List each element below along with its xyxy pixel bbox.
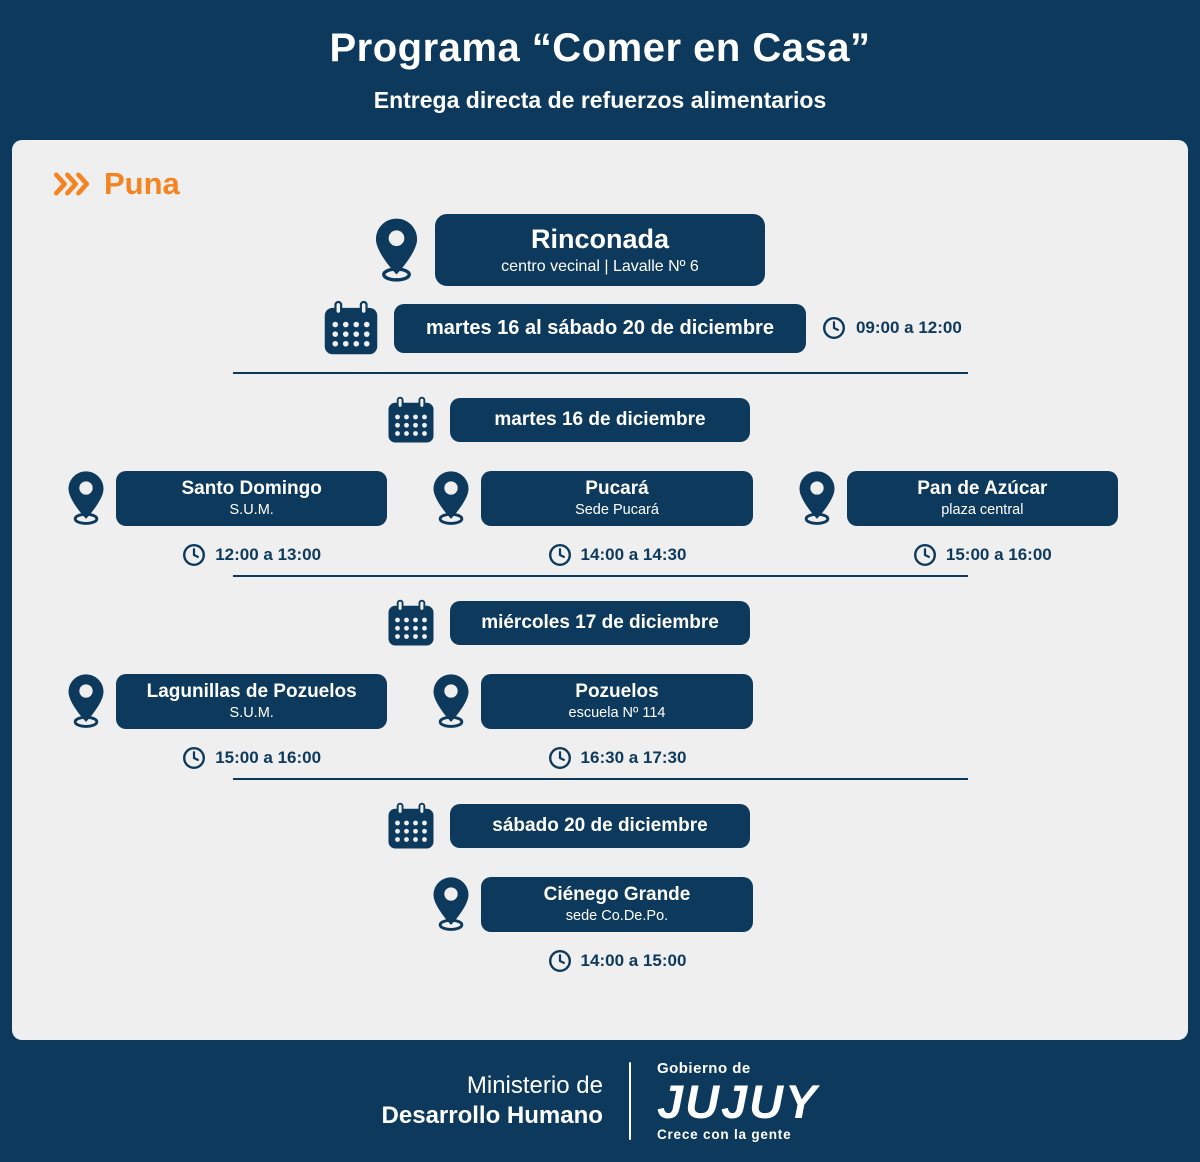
time-range: 15:00 a 16:00	[215, 748, 322, 767]
day-section-wednesday: miércoles 17 de diciembre Lagunillas de …	[52, 599, 1148, 770]
location-name: Lagunillas de Pozuelos	[146, 680, 357, 702]
time-range: 14:00 a 14:30	[580, 545, 687, 564]
clock-icon	[548, 746, 572, 770]
main-location-pill: Rinconada centro vecinal | Lavalle Nº 6	[435, 214, 765, 286]
day-section-tuesday: martes 16 de diciembre Santo Domingo S.U…	[52, 396, 1148, 567]
location-pin-icon	[66, 470, 106, 526]
location-detail: escuela Nº 114	[568, 704, 666, 721]
time-range: 16:30 a 17:30	[580, 748, 687, 767]
location-name: Ciénego Grande	[543, 883, 691, 905]
location-pin-icon	[431, 673, 471, 729]
time-range: 15:00 a 16:00	[945, 545, 1052, 564]
locations-grid: Ciénego Grande sede Co.De.Po. 14:00 a 15…	[52, 876, 1148, 973]
location-block: Ciénego Grande sede Co.De.Po. 14:00 a 15…	[417, 876, 782, 973]
ministry-line1: Ministerio de	[466, 1072, 603, 1099]
main-location-detail: centro vecinal | Lavalle Nº 6	[501, 258, 699, 275]
location-pill: Pucará Sede Pucará	[481, 470, 753, 526]
locations-grid: Lagunillas de Pozuelos S.U.M. 15:00 a 16…	[52, 673, 1148, 770]
clock-icon	[548, 949, 572, 973]
main-location-name: Rinconada	[530, 224, 670, 254]
date-pill: martes 16 de diciembre	[450, 398, 750, 442]
calendar-icon	[387, 802, 435, 850]
location-block: Pucará Sede Pucará 14:00 a 14:30	[417, 470, 782, 567]
location-name: Pozuelos	[575, 680, 659, 702]
ministry-line2: Desarrollo Humano	[381, 1102, 603, 1129]
time-range: 14:00 a 15:00	[580, 951, 687, 970]
location-detail: sede Co.De.Po.	[565, 907, 669, 924]
day-header: miércoles 17 de diciembre	[52, 599, 1148, 647]
day-section-saturday: sábado 20 de diciembre Ciénego Grande se…	[52, 802, 1148, 973]
location-pill: Santo Domingo S.U.M.	[116, 470, 388, 526]
clock-icon	[822, 316, 846, 340]
location-pin-icon	[431, 470, 471, 526]
ministry-name: Ministerio de Desarrollo Humano	[382, 1071, 603, 1131]
region-title: Puna	[104, 166, 180, 201]
location-block: Santo Domingo S.U.M. 12:00 a 13:00	[52, 470, 417, 567]
section-divider	[232, 372, 968, 374]
location-pin-icon	[797, 470, 837, 526]
clock-icon	[548, 543, 572, 567]
location-pin-icon	[66, 673, 106, 729]
location-detail: S.U.M.	[229, 501, 274, 518]
clock-icon	[913, 543, 937, 567]
flyer-footer: Ministerio de Desarrollo Humano Gobierno…	[0, 1040, 1200, 1162]
page-subtitle: Entrega directa de refuerzos alimentario…	[373, 87, 827, 113]
location-detail: Sede Pucará	[575, 501, 659, 518]
logo-bottom-text: Crece con la gente	[656, 1126, 792, 1142]
location-pin-icon	[373, 217, 420, 283]
flyer-header: Programa “Comer en Casa” Entrega directa…	[0, 0, 1200, 140]
page-title: Programa “Comer en Casa”	[329, 26, 871, 70]
schedule-card: Puna Rinconada centro vecinal | Lavalle …	[12, 140, 1188, 1040]
jujuy-government-logo: Gobierno de JUJUY Crece con la gente	[657, 1060, 819, 1141]
region-heading: Puna	[52, 166, 1148, 202]
location-detail: S.U.M.	[229, 704, 274, 721]
calendar-icon	[387, 396, 435, 444]
day-header: sábado 20 de diciembre	[52, 802, 1148, 850]
main-date-pill: martes 16 al sábado 20 de diciembre	[394, 303, 806, 353]
location-block: Pan de Azúcar plaza central 15:00 a 16:0…	[783, 470, 1148, 567]
logo-main-text: JUJUY	[656, 1075, 819, 1129]
location-block: Lagunillas de Pozuelos S.U.M. 15:00 a 16…	[52, 673, 417, 770]
clock-icon	[182, 543, 206, 567]
section-divider	[232, 778, 968, 780]
main-location-row: Rinconada centro vecinal | Lavalle Nº 6	[52, 214, 1148, 286]
calendar-icon	[387, 599, 435, 647]
calendar-icon	[323, 300, 379, 356]
location-name: Santo Domingo	[181, 477, 322, 499]
date-pill: sábado 20 de diciembre	[450, 804, 750, 848]
triple-chevron-right-icon	[52, 172, 92, 196]
location-name: Pucará	[585, 477, 649, 499]
time-range: 09:00 a 12:00	[855, 318, 962, 337]
location-pill: Pozuelos escuela Nº 114	[481, 673, 753, 729]
location-block: Pozuelos escuela Nº 114 16:30 a 17:30	[417, 673, 782, 770]
day-header: martes 16 de diciembre	[52, 396, 1148, 444]
location-detail: plaza central	[941, 501, 1024, 518]
location-pin-icon	[431, 876, 471, 932]
footer-divider	[628, 1062, 631, 1140]
section-divider	[232, 575, 968, 577]
main-schedule-row: martes 16 al sábado 20 de diciembre 09:0…	[52, 300, 1148, 356]
location-pill: Lagunillas de Pozuelos S.U.M.	[116, 673, 388, 729]
location-pill: Pan de Azúcar plaza central	[846, 470, 1118, 526]
logo-top-text: Gobierno de	[656, 1060, 751, 1078]
time-range: 12:00 a 13:00	[215, 545, 322, 564]
location-pill: Ciénego Grande sede Co.De.Po.	[481, 876, 753, 932]
locations-grid: Santo Domingo S.U.M. 12:00 a 13:00 Pucar…	[52, 470, 1148, 567]
clock-icon	[182, 746, 206, 770]
location-name: Pan de Azúcar	[917, 477, 1048, 499]
date-pill: miércoles 17 de diciembre	[450, 601, 750, 645]
